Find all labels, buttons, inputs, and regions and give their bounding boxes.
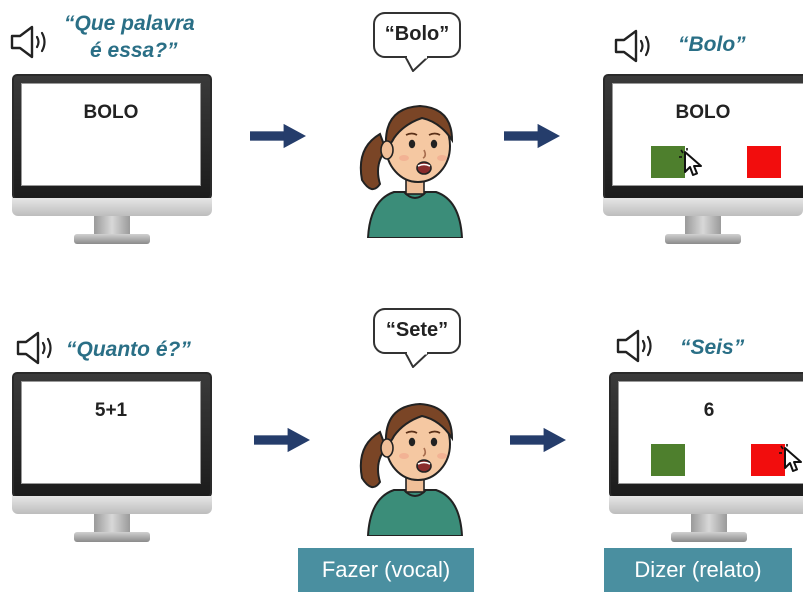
- feedback-word: BOLO: [675, 102, 731, 123]
- monitor-screen: BOLO: [21, 83, 201, 186]
- feedback-number: 6: [703, 400, 715, 421]
- arrow-right-icon: [254, 426, 310, 459]
- speaker-icon[interactable]: [614, 328, 662, 364]
- question-prompt: “Quanto é?”: [66, 338, 191, 361]
- red-choice-square[interactable]: [751, 444, 785, 476]
- stimulus-equation: 5+1: [94, 400, 128, 421]
- speech-bubble: “Bolo”: [373, 12, 461, 58]
- arrow-right-icon: [250, 122, 306, 155]
- speaker-icon[interactable]: [612, 28, 660, 64]
- speech-bubble: “Sete”: [373, 308, 461, 354]
- speaker-icon[interactable]: [14, 330, 62, 366]
- girl-illustration: [350, 386, 480, 536]
- stimulus-monitor: 5+1: [12, 372, 212, 546]
- caption-dizer: Dizer (relato): [604, 548, 792, 592]
- speech-bubble-tail: [404, 352, 430, 368]
- red-choice-square[interactable]: [747, 146, 781, 178]
- question-prompt-line2: é essa?”: [90, 39, 178, 62]
- monitor-screen: BOLO: [612, 83, 803, 186]
- mouse-cursor-icon: [679, 148, 709, 183]
- speech-bubble-tail: [404, 56, 430, 72]
- green-choice-square[interactable]: [651, 146, 685, 178]
- girl-illustration: [350, 88, 480, 238]
- stimulus-monitor: BOLO: [12, 74, 212, 248]
- feedback-prompt: “Seis”: [680, 336, 745, 359]
- caption-fazer: Fazer (vocal): [298, 548, 474, 592]
- arrow-right-icon: [504, 122, 560, 155]
- arrow-right-icon: [510, 426, 566, 459]
- feedback-monitor: 6: [609, 372, 803, 546]
- green-choice-square[interactable]: [651, 444, 685, 476]
- question-prompt-line1: “Que palavra: [64, 12, 195, 35]
- stimulus-word: BOLO: [83, 102, 139, 123]
- mouse-cursor-icon: [779, 444, 803, 479]
- question-prompt: “Que palavra é essa?”: [64, 12, 195, 63]
- feedback-prompt: “Bolo”: [678, 33, 746, 56]
- monitor-screen: 6: [618, 381, 803, 484]
- monitor-screen: 5+1: [21, 381, 201, 484]
- feedback-monitor: BOLO: [603, 74, 803, 248]
- speaker-icon[interactable]: [8, 24, 56, 60]
